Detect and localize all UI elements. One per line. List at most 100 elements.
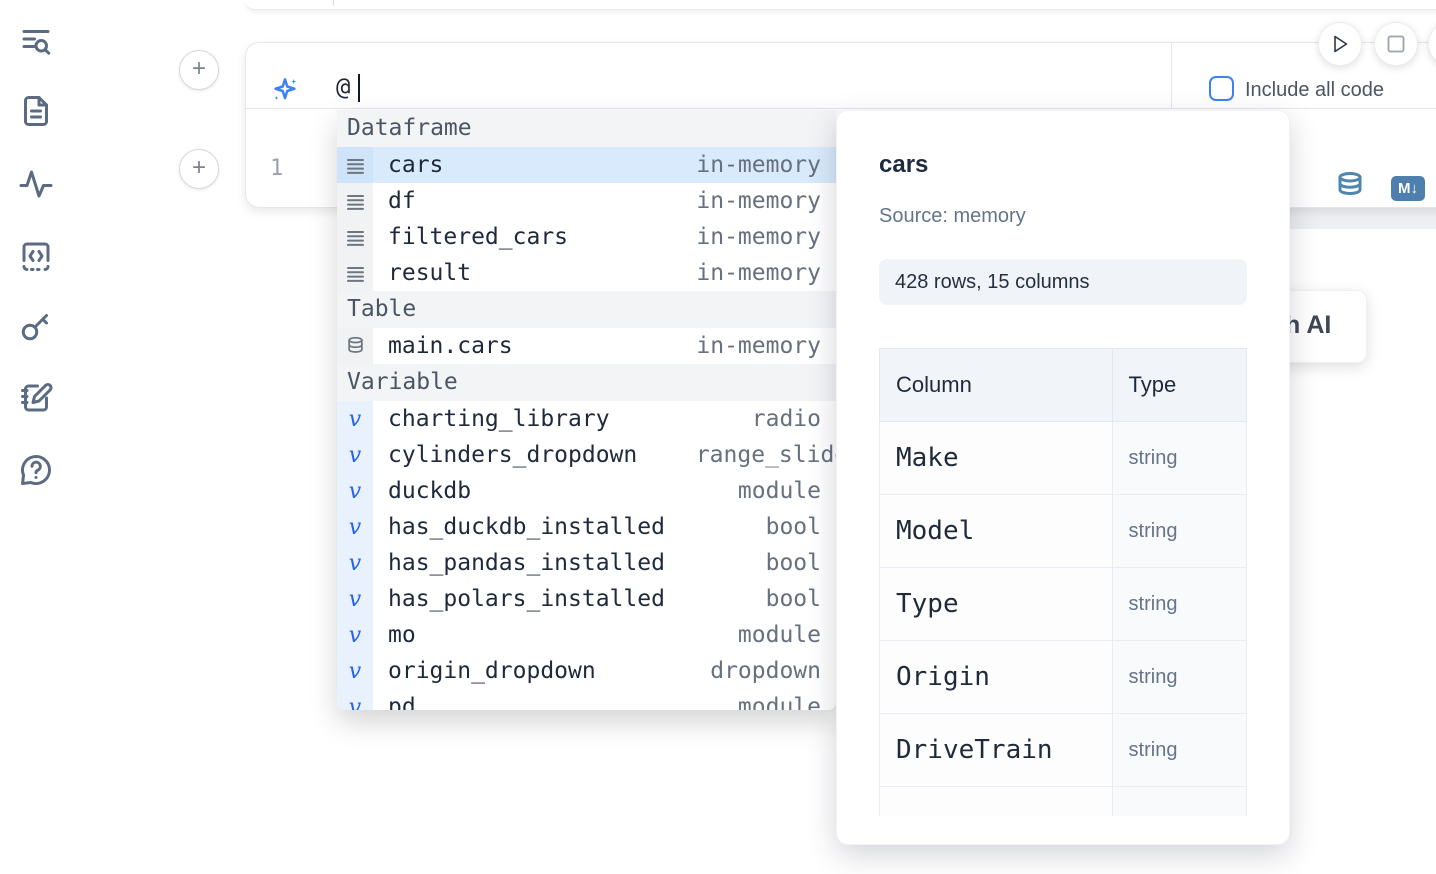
schema-column-name: Make — [879, 421, 1113, 495]
completion-item-kind: v — [337, 689, 373, 710]
notebook-pen-icon[interactable] — [18, 380, 54, 416]
completion-item-has-pandas-installed[interactable]: v has_pandas_installed bool — [337, 545, 836, 581]
text-cursor — [358, 74, 360, 102]
completion-item-detail: bool — [765, 550, 821, 576]
previous-cell-bottom — [245, 0, 1436, 10]
completion-item-kind: v — [337, 401, 373, 437]
schema-column-name: Model — [879, 494, 1113, 568]
activity-icon[interactable] — [18, 166, 54, 202]
completion-item-kind: v — [337, 473, 373, 509]
key-icon[interactable] — [18, 308, 54, 344]
ai-prompt-input[interactable]: @ Include all code — [246, 43, 1436, 109]
completion-item-kind: v — [337, 581, 373, 617]
completion-item-df[interactable]: df in-memory — [337, 183, 836, 219]
completion-item-detail: dropdown — [710, 658, 821, 684]
stop-icon — [1387, 35, 1405, 53]
include-all-code-checkbox[interactable] — [1209, 76, 1234, 101]
schema-column-name: Origin — [879, 640, 1113, 714]
variable-icon: v — [348, 694, 362, 711]
completion-item-name: df — [388, 188, 416, 214]
markdown-icon[interactable]: M↓ — [1391, 176, 1425, 201]
stop-cell-button[interactable] — [1374, 22, 1418, 66]
completion-item-name: charting_library — [388, 406, 610, 432]
variable-icon: v — [348, 442, 362, 468]
completion-item-detail: in-memory — [696, 188, 821, 214]
completion-item-name: cars — [388, 152, 444, 178]
preview-title: cars — [879, 151, 929, 178]
completion-item-name: main.cars — [388, 333, 513, 359]
schema-column-type: string — [1111, 494, 1248, 568]
line-number: 1 — [270, 156, 284, 181]
schema-column-name: Type — [879, 567, 1113, 641]
code-block-icon[interactable] — [18, 238, 54, 274]
database-icon[interactable] — [1335, 170, 1365, 202]
completion-item-detail: bool — [765, 514, 821, 540]
variable-icon: v — [348, 406, 362, 432]
completion-item-kind: v — [337, 437, 373, 473]
include-all-code-label: Include all code — [1245, 79, 1384, 101]
completion-item-detail: module — [737, 622, 821, 648]
completion-item-name: has_pandas_installed — [388, 550, 665, 576]
schema-row-partial — [879, 786, 1248, 816]
preview-source: Source: memory — [879, 205, 1026, 227]
completion-item-detail: range_slider — [695, 442, 836, 468]
completion-section-header: Dataframe — [337, 110, 836, 147]
add-cell-button-top[interactable]: + — [179, 50, 219, 90]
completion-item-detail: in-memory — [696, 152, 821, 178]
completion-item-cars[interactable]: cars in-memory — [337, 147, 836, 183]
variable-icon: v — [348, 550, 362, 576]
completion-item-charting-library[interactable]: v charting_library radio — [337, 401, 836, 437]
completion-item-detail: in-memory — [696, 260, 821, 286]
dataframe-icon — [346, 158, 364, 174]
completion-item-name: mo — [388, 622, 416, 648]
dataframe-icon — [346, 194, 364, 210]
completion-item-detail: in-memory — [696, 224, 821, 250]
add-cell-button-bottom[interactable]: + — [179, 149, 219, 189]
variable-icon: v — [348, 514, 362, 540]
previous-cell-divider — [333, 0, 334, 6]
schema-column-name: DriveTrain — [879, 713, 1113, 787]
completion-item-name: cylinders_dropdown — [388, 442, 638, 468]
completion-item-kind: v — [337, 653, 373, 689]
completion-item-cylinders-dropdown[interactable]: v cylinders_dropdown range_slider — [337, 437, 836, 473]
help-chat-icon[interactable] — [18, 452, 54, 488]
completion-item-kind — [337, 183, 373, 219]
completion-item-name: duckdb — [388, 478, 472, 504]
dataframe-preview-panel: cars Source: memory 428 rows, 15 columns… — [836, 110, 1290, 845]
completion-item-origin-dropdown[interactable]: v origin_dropdown dropdown — [337, 653, 836, 689]
completion-item-name: origin_dropdown — [388, 658, 596, 684]
completion-item-detail: radio — [751, 406, 821, 432]
schema-header-column: Column — [879, 348, 1113, 422]
list-search-icon[interactable] — [18, 24, 54, 60]
completion-item-kind — [337, 255, 373, 291]
dataframe-icon — [346, 266, 364, 282]
completion-item-kind: v — [337, 509, 373, 545]
completion-item-kind — [337, 219, 373, 255]
completion-item-name: has_polars_installed — [388, 586, 665, 612]
completion-section-header: Table — [337, 291, 836, 328]
completion-item-kind: v — [337, 545, 373, 581]
completion-item-kind — [337, 328, 373, 364]
completion-section-header: Variable — [337, 364, 836, 401]
file-icon[interactable] — [18, 93, 54, 129]
preview-stats-badge: 428 rows, 15 columns — [879, 259, 1247, 305]
schema-column-type: string — [1111, 421, 1248, 495]
left-sidebar — [0, 0, 72, 874]
run-cell-button[interactable] — [1318, 22, 1362, 66]
